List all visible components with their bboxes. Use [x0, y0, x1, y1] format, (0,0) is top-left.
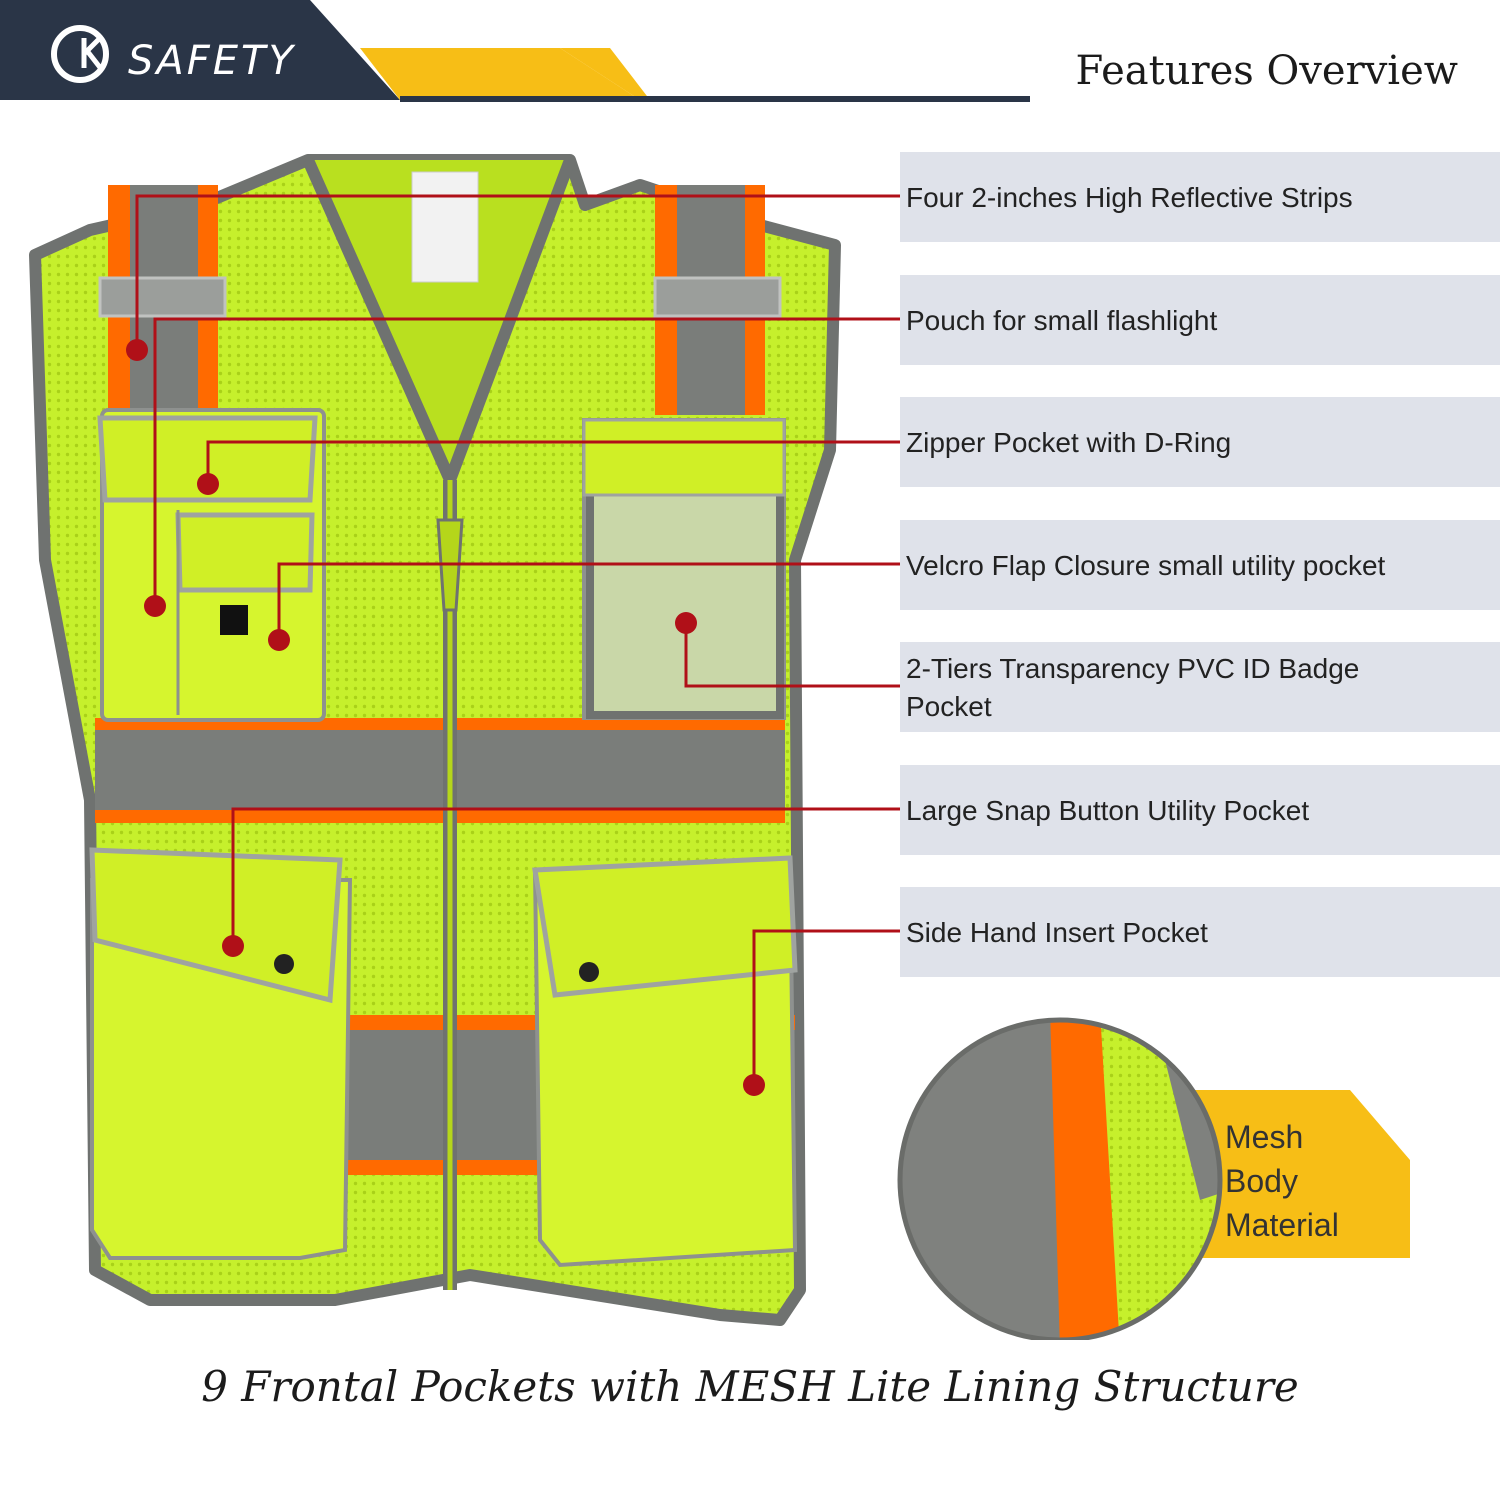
feature-text: Velcro Flap Closure small utility pocket [906, 550, 1386, 581]
feature-text: Four 2-inches High Reflective Strips [906, 182, 1353, 213]
brand-name: SAFETY [128, 38, 296, 84]
feature-text: 2-Tiers Transparency PVC ID Badge Pocket [906, 653, 1360, 722]
feature-text: Zipper Pocket with D-Ring [906, 427, 1232, 458]
callout-dot-icon [268, 629, 290, 651]
feature-label-snap-pocket: Large Snap Button Utility Pocket [900, 765, 1500, 855]
feature-label-flashlight-pouch: Pouch for small flashlight [900, 275, 1500, 365]
logo-mark-icon [51, 25, 109, 83]
feature-text: Pouch for small flashlight [906, 305, 1218, 336]
caption: 9 Frontal Pockets with MESH Lite Lining … [201, 1362, 1299, 1411]
feature-label-hand-pocket: Side Hand Insert Pocket [900, 887, 1500, 977]
callout-dots [126, 339, 765, 1096]
vest-body [29, 154, 841, 1326]
callout-dot-icon [675, 612, 697, 634]
mesh-detail-inset [897, 1017, 1410, 1340]
feature-label-reflective-strips: Four 2-inches High Reflective Strips [900, 152, 1500, 242]
feature-label-id-badge-pocket: 2-Tiers Transparency PVC ID Badge Pocket [900, 642, 1500, 732]
callout-dot-icon [144, 595, 166, 617]
size-tag [411, 171, 479, 283]
feature-label-velcro-pocket: Velcro Flap Closure small utility pocket [900, 520, 1500, 610]
callout-dot-icon [126, 339, 148, 361]
brand-logo: SAFETY [48, 24, 308, 84]
feature-text: Side Hand Insert Pocket [906, 917, 1208, 948]
vest-illustration [29, 154, 1410, 1340]
leader-lines [135, 194, 900, 1085]
callout-dot-icon [743, 1074, 765, 1096]
callout-dot-icon [222, 935, 244, 957]
feature-text: Large Snap Button Utility Pocket [906, 795, 1310, 826]
mesh-body-material-label: Mesh Body Material [1225, 1119, 1339, 1243]
page-title: Features Overview [1075, 48, 1458, 94]
feature-label-zipper-pocket: Zipper Pocket with D-Ring [900, 397, 1500, 487]
callout-dot-icon [197, 473, 219, 495]
